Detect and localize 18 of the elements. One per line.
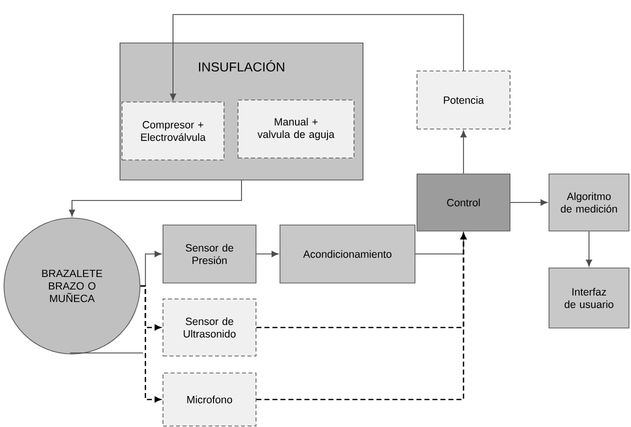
- process-box: Compresor + Electroválvula: [122, 102, 224, 160]
- arrow: [68, 180, 242, 216]
- process-box: Microfono: [162, 372, 256, 426]
- process-box: Sensor de Presión: [162, 224, 256, 284]
- arrow: [140, 285, 161, 402]
- arrow: [460, 130, 467, 174]
- arrow: [510, 199, 548, 206]
- process-box: Interfaz de usuario: [548, 268, 630, 328]
- arrow: [256, 233, 466, 400]
- process-box: Manual + valvula de aguja: [238, 100, 354, 158]
- process-box: Control: [416, 174, 510, 232]
- arrow: [256, 250, 278, 258]
- process-box: Algoritmo de medición: [548, 174, 630, 232]
- process-box: Potencia: [416, 70, 510, 130]
- arrow: [586, 230, 592, 266]
- arrow: [170, 14, 464, 100]
- process-box: Acondicionamiento: [280, 224, 416, 284]
- process-box: Sensor de Ultrasonido: [162, 298, 256, 356]
